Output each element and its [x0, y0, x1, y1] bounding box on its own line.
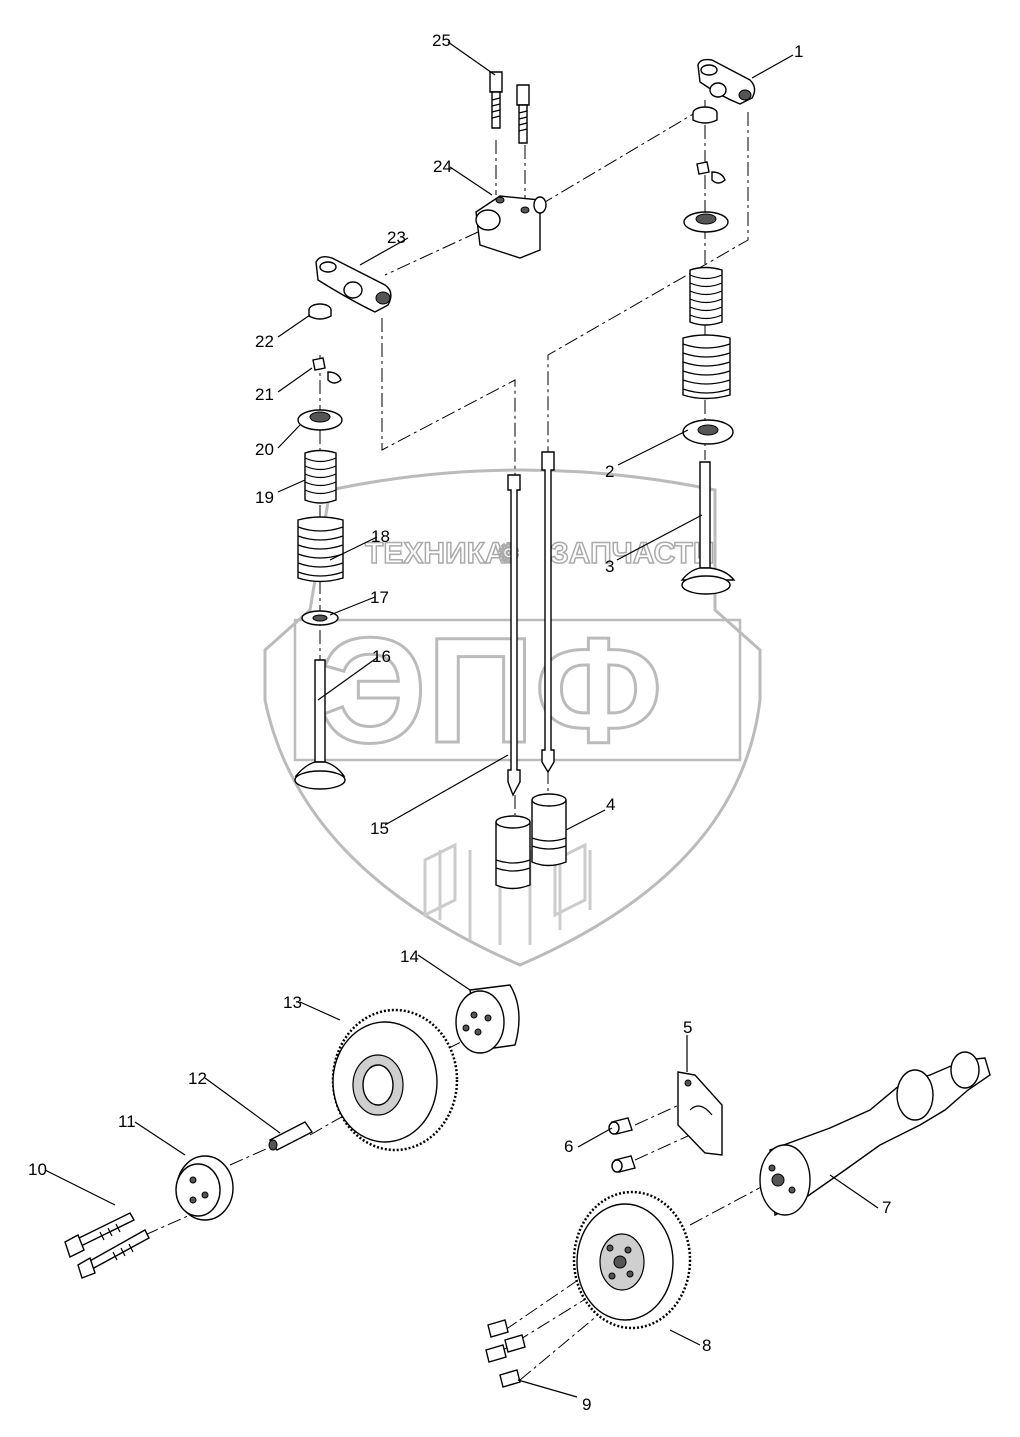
callout-13: 13 — [283, 993, 302, 1012]
callout-numbers: 1 2 3 4 5 6 7 8 9 10 11 12 13 14 15 16 1… — [28, 31, 891, 1414]
callout-22: 22 — [255, 332, 274, 351]
watermark-text-right: ЗАПЧАСТИ — [550, 537, 714, 570]
callout-7: 7 — [882, 1198, 891, 1217]
cam-gear-8 — [572, 1190, 692, 1330]
callout-24: 24 — [433, 157, 452, 176]
callout-5: 5 — [683, 1018, 692, 1037]
left-valve-train — [294, 303, 346, 790]
callout-9: 9 — [582, 1395, 591, 1414]
tappets — [495, 793, 567, 890]
rocker-arm-1 — [697, 58, 756, 105]
screws-9 — [485, 1319, 526, 1388]
watermark-wheat-icon — [423, 842, 592, 945]
callout-8: 8 — [702, 1336, 711, 1355]
watermark-shield — [263, 468, 762, 967]
callout-20: 20 — [255, 440, 274, 459]
callout-21: 21 — [255, 385, 274, 404]
callout-17: 17 — [370, 588, 389, 607]
watermark: ТЕХНИКА ⚙ ЗАПЧАСТИ ЭПФ — [263, 468, 762, 967]
push-rods — [507, 451, 555, 797]
callout-14: 14 — [400, 947, 419, 966]
bolts-10 — [64, 1212, 150, 1279]
watermark-text-left: ТЕХНИКА — [365, 537, 507, 570]
washer-11 — [175, 1155, 234, 1221]
watermark-logo: ЭПФ — [320, 606, 663, 774]
bolts-25 — [489, 71, 530, 144]
leader-lines — [44, 41, 879, 1398]
callout-16: 16 — [372, 647, 391, 666]
spring-outer-right — [682, 334, 731, 400]
camshaft-7 — [759, 1051, 991, 1217]
screws-6 — [608, 1117, 636, 1173]
rocker-support-24 — [475, 195, 547, 259]
callout-10: 10 — [28, 1160, 47, 1179]
idler-pin-12 — [268, 1121, 314, 1151]
callout-18: 18 — [371, 527, 390, 546]
right-valve-train — [680, 106, 736, 595]
callout-2: 2 — [605, 462, 614, 481]
callout-15: 15 — [370, 819, 389, 838]
callout-4: 4 — [606, 795, 615, 814]
spring-outer-left — [297, 516, 344, 583]
callout-25: 25 — [432, 31, 451, 50]
callout-23: 23 — [387, 228, 406, 247]
callout-3: 3 — [605, 557, 614, 576]
callout-6: 6 — [564, 1137, 573, 1156]
callout-12: 12 — [188, 1069, 207, 1088]
idler-bushing-14 — [455, 984, 520, 1054]
rocker-arm-23 — [315, 255, 392, 313]
thrust-plate-5 — [677, 1071, 723, 1156]
assembly-lines — [144, 100, 766, 1381]
spring-inner-left — [304, 449, 337, 504]
idler-gear-13 — [331, 1008, 459, 1152]
callout-11: 11 — [118, 1112, 136, 1131]
callout-1: 1 — [794, 42, 803, 61]
callout-19: 19 — [255, 488, 274, 507]
spring-inner-right — [689, 266, 723, 326]
